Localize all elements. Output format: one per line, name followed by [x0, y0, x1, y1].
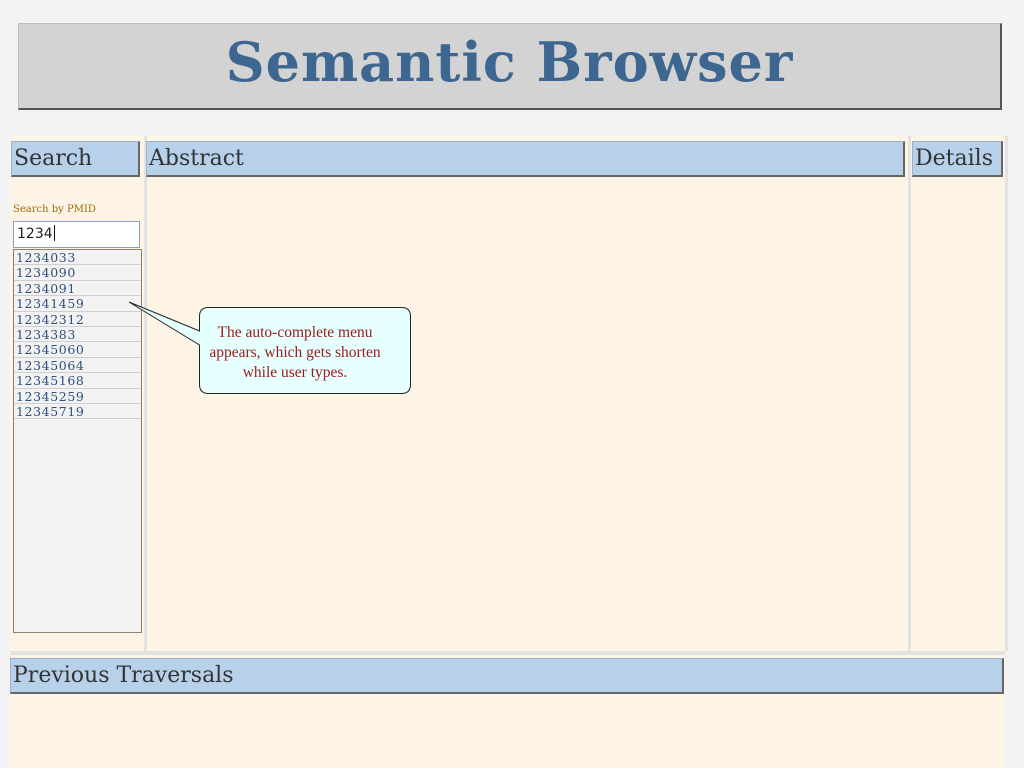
- divider: [144, 136, 147, 651]
- autocomplete-item[interactable]: 12345259: [14, 389, 141, 404]
- autocomplete-item[interactable]: 1234091: [14, 281, 141, 297]
- callout-line: The auto-complete menu: [217, 324, 373, 341]
- details-panel: [911, 136, 1005, 651]
- abstract-header: Abstract: [146, 141, 905, 177]
- autocomplete-item[interactable]: 1234033: [14, 250, 141, 266]
- autocomplete-item[interactable]: 1234383: [14, 327, 141, 343]
- search-label: Search by PMID: [13, 204, 96, 215]
- autocomplete-item[interactable]: 1234090: [14, 265, 141, 281]
- pmid-search-value: 1234: [17, 226, 53, 242]
- app-title: Semantic Browser: [225, 30, 794, 94]
- previous-traversals-header: Previous Traversals: [10, 658, 1004, 694]
- text-caret: [53, 225, 55, 241]
- search-header: Search: [11, 141, 140, 177]
- autocomplete-item[interactable]: 12345064: [14, 358, 141, 374]
- autocomplete-item[interactable]: 12341459: [14, 296, 141, 312]
- pmid-search-input[interactable]: 1234: [13, 221, 140, 248]
- autocomplete-item[interactable]: 12345168: [14, 373, 141, 389]
- callout-text: The auto-complete menu appears, which ge…: [180, 323, 410, 383]
- divider: [10, 651, 1005, 655]
- details-header: Details: [912, 141, 1003, 177]
- callout-line: appears, which gets shorten: [209, 344, 381, 361]
- title-banner: Semantic Browser: [18, 23, 1002, 110]
- autocomplete-item[interactable]: 12345060: [14, 342, 141, 358]
- divider: [908, 136, 911, 651]
- autocomplete-item[interactable]: 12342312: [14, 312, 141, 327]
- autocomplete-item[interactable]: 12345719: [14, 404, 141, 420]
- callout-line: while user types.: [242, 364, 348, 381]
- divider: [1005, 136, 1008, 651]
- callout-bubble: [128, 301, 411, 394]
